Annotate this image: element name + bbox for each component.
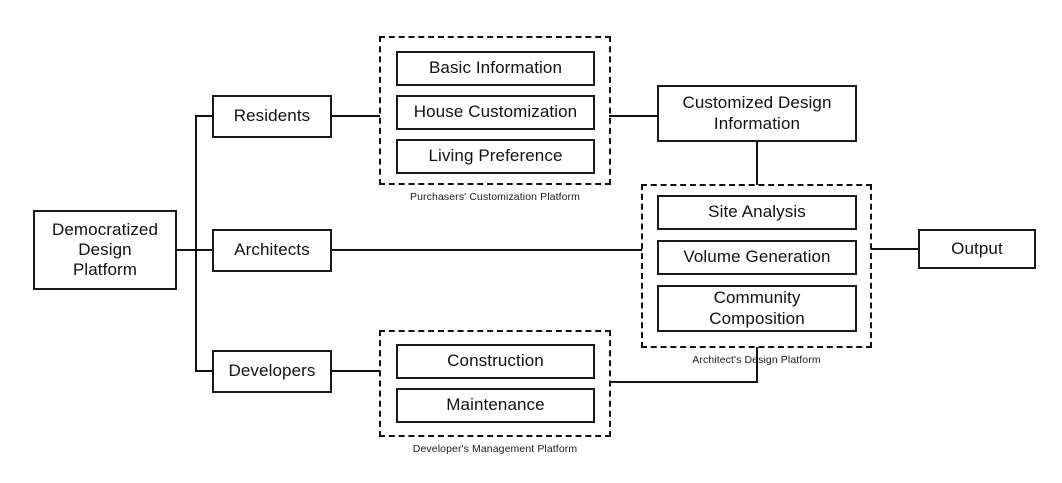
node-maintenance[interactable]: Maintenance (396, 388, 595, 423)
group-caption-architects-design-platform: Architect's Design Platform (641, 354, 872, 366)
node-maintenance-label: Maintenance (446, 395, 545, 415)
node-volume-generation[interactable]: Volume Generation (657, 240, 857, 275)
group-caption-developers-text: Developer's Management Platform (412, 443, 578, 455)
node-construction[interactable]: Construction (396, 344, 595, 379)
group-caption-developers-management-platform: Developer's Management Platform (379, 443, 611, 455)
group-caption-purchasers-text: Purchasers' Customization Platform (410, 191, 580, 203)
group-architects-design-platform (641, 184, 872, 348)
group-caption-architects-text: Architect's Design Platform (692, 354, 821, 366)
node-construction-label: Construction (447, 351, 544, 371)
node-output-label: Output (951, 238, 1003, 258)
node-living-preference-label: Living Preference (428, 146, 563, 166)
node-output[interactable]: Output (918, 229, 1036, 269)
node-developers[interactable]: Developers (212, 350, 332, 393)
node-basic-information-label: Basic Information (428, 58, 563, 78)
node-community-composition[interactable]: Community Composition (657, 285, 857, 332)
group-purchasers-customization-platform (379, 36, 611, 185)
node-customized-design-information[interactable]: Customized Design Information (657, 85, 857, 142)
group-caption-purchasers-customization-platform: Purchasers' Customization Platform (379, 191, 611, 203)
node-basic-information[interactable]: Basic Information (396, 51, 595, 86)
group-developers-management-platform (379, 330, 611, 437)
node-site-analysis[interactable]: Site Analysis (657, 195, 857, 230)
node-architects[interactable]: Architects (212, 229, 332, 272)
node-customized-design-information-label: Customized Design Information (682, 93, 832, 133)
node-house-customization[interactable]: House Customization (396, 95, 595, 130)
node-volume-generation-label: Volume Generation (683, 247, 831, 267)
node-residents[interactable]: Residents (212, 95, 332, 138)
node-house-customization-label: House Customization (413, 102, 578, 122)
node-residents-label: Residents (233, 106, 311, 126)
node-living-preference[interactable]: Living Preference (396, 139, 595, 174)
node-community-composition-label: Community Composition (709, 288, 805, 328)
node-developers-label: Developers (228, 361, 316, 381)
node-democratized-design-platform-label: Democratized Design Platform (51, 219, 159, 280)
node-architects-label: Architects (234, 240, 310, 260)
node-site-analysis-label: Site Analysis (708, 202, 806, 222)
node-democratized-design-platform[interactable]: Democratized Design Platform (33, 210, 177, 290)
